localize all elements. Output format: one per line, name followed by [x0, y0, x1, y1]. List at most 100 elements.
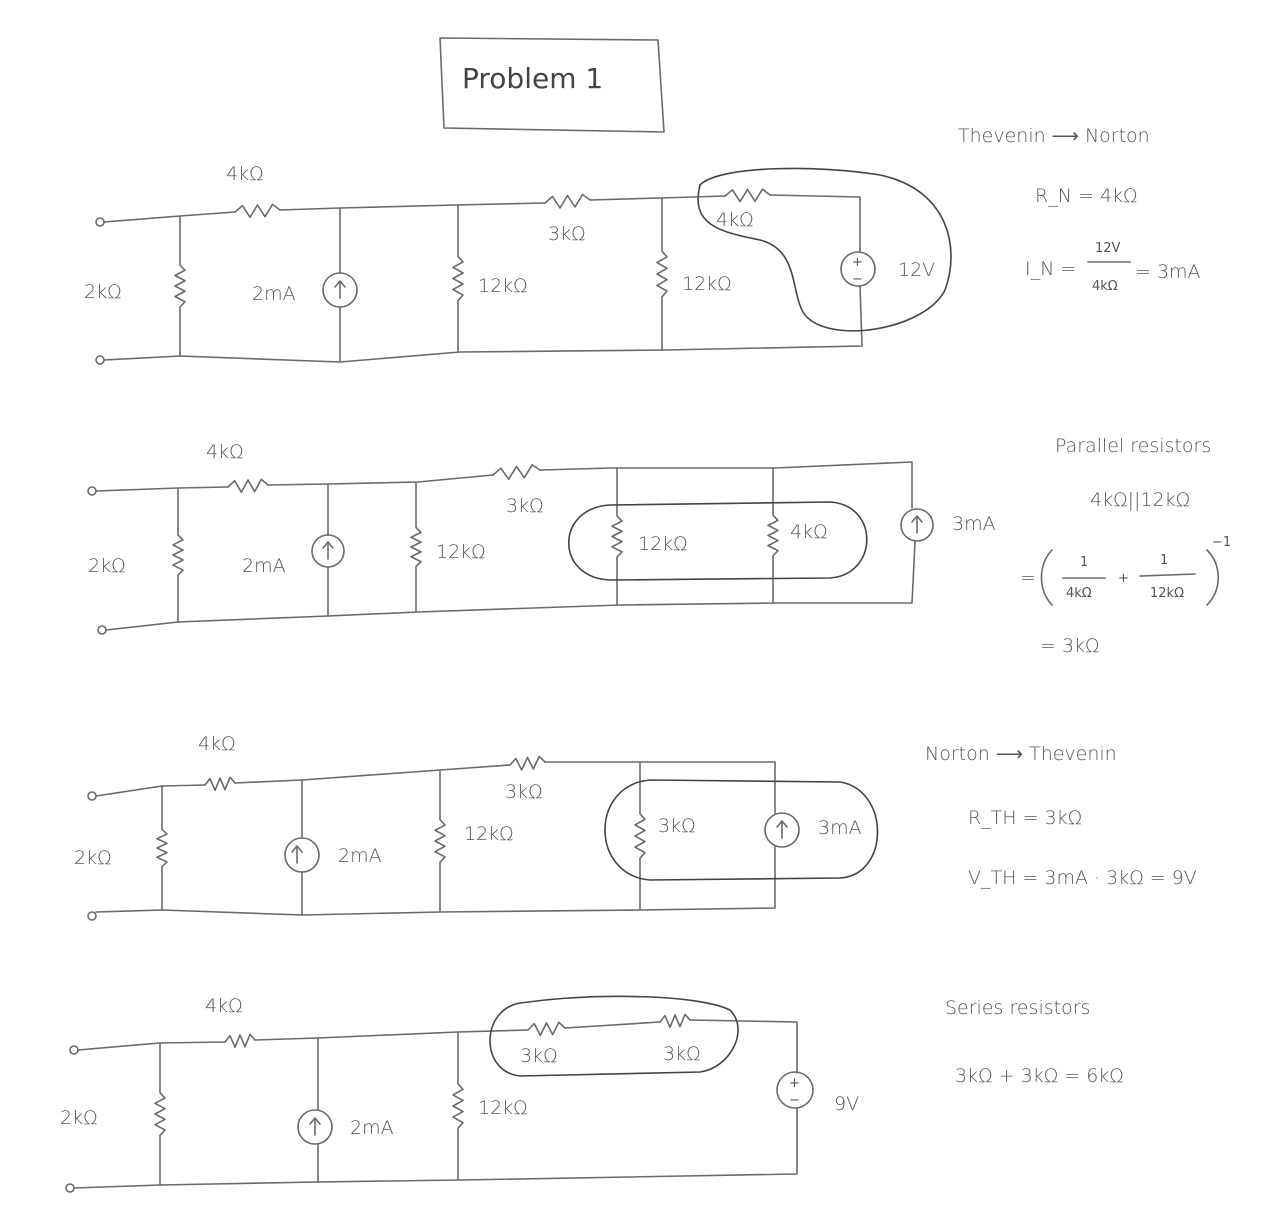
- label-3mA: 3mA: [952, 513, 996, 535]
- current-source-2mA: [311, 534, 345, 568]
- note-heading: Parallel resistors: [1055, 435, 1211, 457]
- resistor-4k: [227, 478, 269, 494]
- norton-current-label: I_N =: [1025, 258, 1076, 280]
- resistor-4k: [204, 776, 236, 792]
- resistor-3k-top: [509, 755, 546, 771]
- circuit-3: 2kΩ 4kΩ 2mA 12kΩ 3kΩ 3kΩ 3mA: [74, 733, 879, 921]
- equals-sign: =: [1020, 567, 1036, 589]
- label-4k: 4kΩ: [205, 995, 243, 1017]
- label-12k: 12kΩ: [464, 823, 514, 845]
- highlight-loop: [604, 779, 879, 881]
- label-2mA: 2mA: [242, 555, 286, 577]
- arrow-up-icon: [334, 280, 346, 299]
- current-source-2mA: [297, 1109, 333, 1145]
- terminal-b: [87, 911, 97, 921]
- resistor-4k: [224, 1033, 256, 1049]
- label-3k-top: 3kΩ: [505, 781, 543, 803]
- arrow-up-icon: [322, 541, 334, 560]
- plus-sign: +: [1118, 571, 1129, 586]
- label-3k: 3kΩ: [658, 815, 696, 837]
- title-box: Problem 1: [439, 37, 665, 133]
- label-12k: 12kΩ: [478, 275, 528, 297]
- page-title: Problem 1: [462, 62, 603, 95]
- fraction-denominator: 4kΩ: [1092, 279, 1118, 294]
- current-source-2mA: [322, 272, 358, 308]
- notes-step-3: Norton ⟶ Thevenin R_TH = 3kΩ V_TH = 3mA …: [925, 743, 1197, 889]
- label-3k: 3kΩ: [548, 223, 586, 245]
- label-12V: 12V: [898, 259, 935, 281]
- highlight-loop: [489, 995, 739, 1077]
- label-2mA: 2mA: [252, 283, 296, 305]
- resistor-3k: [634, 761, 646, 911]
- label-3k-a: 3kΩ: [520, 1045, 558, 1067]
- terminal-b: [65, 1183, 75, 1193]
- highlight-loop: [567, 501, 868, 581]
- label-2mA: 2mA: [338, 845, 382, 867]
- label-2k: 2kΩ: [74, 847, 112, 869]
- resistor-2k: [156, 785, 168, 911]
- arrow-up-icon: [776, 820, 788, 839]
- label-3k-b: 3kΩ: [663, 1043, 701, 1065]
- resistor-2k: [174, 215, 186, 357]
- minus-sign: −: [852, 272, 863, 287]
- fraction-numerator: 12V: [1095, 241, 1121, 256]
- thevenin-resistance: R_TH = 3kΩ: [968, 807, 1082, 829]
- label-3k: 3kΩ: [506, 495, 544, 517]
- voltage-source-12V: [840, 251, 876, 287]
- circuit-4: + − 2kΩ 4kΩ 2mA 12kΩ 3kΩ 3kΩ 9V: [60, 995, 859, 1193]
- resistor-3k: [544, 193, 591, 209]
- fraction-1-denominator: 4kΩ: [1066, 586, 1092, 601]
- resistor-12k: [452, 204, 464, 353]
- fraction-1-numerator: 1: [1080, 555, 1088, 570]
- label-4k-2: 4kΩ: [716, 209, 754, 231]
- label-4k: 4kΩ: [226, 163, 264, 185]
- norton-resistance: R_N = 4kΩ: [1035, 185, 1138, 207]
- note-heading: Norton ⟶ Thevenin: [925, 743, 1117, 765]
- notes-step-2: Parallel resistors 4kΩ||12kΩ = 1 4kΩ + 1…: [1020, 435, 1231, 657]
- resistor-12k: [611, 467, 623, 606]
- note-heading: Thevenin ⟶ Norton: [958, 125, 1150, 147]
- label-2mA: 2mA: [350, 1117, 394, 1139]
- resistor-4k-2: [724, 188, 771, 203]
- circuit-1: + − 2kΩ 4kΩ 2mA 12kΩ 3kΩ 12kΩ 4kΩ 12V: [84, 163, 952, 365]
- terminal-b: [97, 625, 107, 635]
- resistor-3k: [492, 464, 541, 481]
- fraction-2-numerator: 1: [1160, 553, 1168, 568]
- circuit-2: 2kΩ 4kΩ 2mA 12kΩ 3kΩ 12kΩ 4kΩ 3mA: [87, 441, 996, 635]
- resistor-3k-a: [527, 1021, 566, 1037]
- arrow-up-icon: [309, 1117, 321, 1136]
- resistor-12k: [434, 769, 446, 913]
- resistor-12k: [452, 1031, 464, 1181]
- current-source-3mA: [764, 812, 800, 848]
- label-12k: 12kΩ: [478, 1097, 528, 1119]
- resistor-3k-b: [659, 1013, 691, 1029]
- resistor-2k: [172, 487, 184, 623]
- terminal-a: [95, 217, 105, 227]
- plus-sign: +: [852, 255, 863, 270]
- notes-step-1: Thevenin ⟶ Norton R_N = 4kΩ I_N = 12V 4k…: [958, 125, 1201, 294]
- terminal-a: [69, 1045, 79, 1055]
- terminal-a: [87, 791, 97, 801]
- norton-current-result: = 3mA: [1135, 261, 1201, 283]
- voltage-source-9V: [776, 1071, 814, 1109]
- resistor-2k: [154, 1042, 166, 1186]
- label-2k: 2kΩ: [88, 555, 126, 577]
- arrow-up-icon: [291, 845, 303, 864]
- exponent: −1: [1212, 535, 1231, 550]
- terminal-b: [95, 355, 105, 365]
- notes-step-4: Series resistors 3kΩ + 3kΩ = 6kΩ: [945, 997, 1124, 1087]
- current-source-3mA: [900, 508, 934, 542]
- parallel-result: = 3kΩ: [1040, 635, 1100, 657]
- plus-sign: +: [789, 1076, 800, 1091]
- resistor-12k-2: [656, 197, 668, 351]
- current-source-2mA: [284, 837, 320, 873]
- label-12k-2: 12kΩ: [682, 273, 732, 295]
- thevenin-voltage: V_TH = 3mA · 3kΩ = 9V: [968, 867, 1197, 889]
- label-4k: 4kΩ: [206, 441, 244, 463]
- label-4k: 4kΩ: [198, 733, 236, 755]
- label-9V: 9V: [834, 1093, 859, 1115]
- label-2k: 2kΩ: [84, 281, 122, 303]
- terminal-a: [87, 486, 97, 496]
- series-sum: 3kΩ + 3kΩ = 6kΩ: [955, 1065, 1124, 1087]
